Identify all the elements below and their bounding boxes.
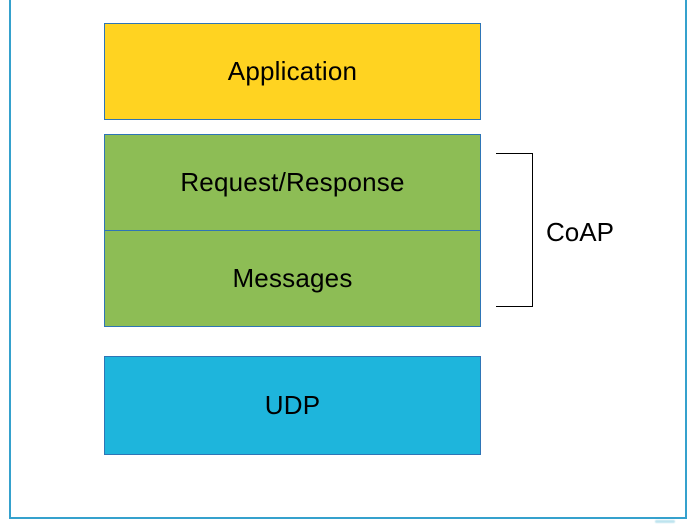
coap-sections-divider [105,229,480,232]
application-layer-box: Application [104,23,481,120]
page-border-right [685,0,687,519]
render-artifact-smudge [655,520,675,523]
page-border-left [9,0,11,518]
coap-bracket-label: CoAP [546,217,614,247]
request-response-label: Request/Response [180,166,405,197]
coap-layer-box: Request/Response Messages [104,134,481,327]
application-layer-label: Application [227,56,358,86]
coap-group-bracket [496,153,533,307]
messages-section: Messages [105,231,480,326]
request-response-section: Request/Response [105,135,480,230]
udp-layer-label: UDP [264,390,321,420]
page-border-bottom [9,517,687,519]
messages-label: Messages [232,263,353,294]
udp-layer-box: UDP [104,356,481,455]
